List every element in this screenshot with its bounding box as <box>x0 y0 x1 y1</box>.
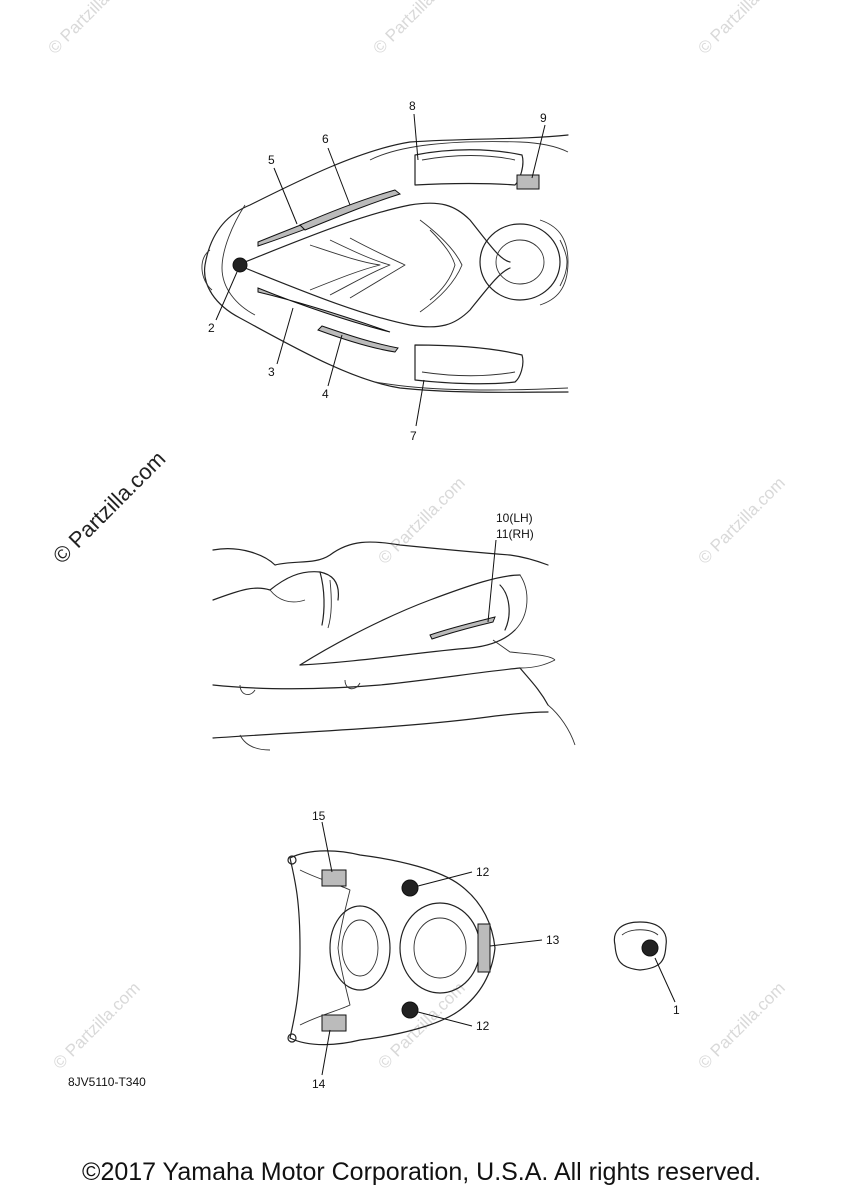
rear-view-callouts: 15 12 13 12 14 <box>312 809 560 1091</box>
watermark-text: © Partzilla.com <box>44 0 138 58</box>
top-view-hull <box>201 134 569 393</box>
callout-1: 1 <box>673 1003 680 1017</box>
callout-6: 6 <box>322 132 329 146</box>
callout-12: 12 <box>476 1019 490 1033</box>
rear-view-hull <box>287 850 496 1046</box>
side-view-hull <box>212 541 576 751</box>
emblem-badge: 1 <box>613 921 680 1017</box>
callout-12: 12 <box>476 865 490 879</box>
callout-2: 2 <box>208 321 215 335</box>
watermark-text: © Partzilla.com <box>369 0 463 58</box>
callout-7: 7 <box>410 429 417 443</box>
watermark-text: © Partzilla.com <box>374 978 468 1072</box>
diagram-code: 8JV5110-T340 <box>68 1075 146 1089</box>
copyright-footer: ©2017 Yamaha Motor Corporation, U.S.A. A… <box>82 1158 761 1186</box>
callout-13: 13 <box>546 933 560 947</box>
callout-11: 11(RH) <box>496 527 534 541</box>
callout-4: 4 <box>322 387 329 401</box>
callout-9: 9 <box>540 111 547 125</box>
watermark-text: © Partzilla.com <box>374 473 468 567</box>
watermark-text: © Partzilla.com <box>694 473 788 567</box>
watermark-large-text: © Partzilla.com <box>48 446 171 569</box>
watermark-text: © Partzilla.com <box>49 978 143 1072</box>
top-view-callouts: 8 9 6 5 2 3 4 7 <box>208 99 547 443</box>
callout-8: 8 <box>409 99 416 113</box>
side-view-callouts: 10(LH) 11(RH) <box>487 511 534 623</box>
watermark-text: © Partzilla.com <box>694 978 788 1072</box>
watermark-text: © Partzilla.com <box>694 0 788 58</box>
callout-15: 15 <box>312 809 326 823</box>
callout-10: 10(LH) <box>496 511 533 525</box>
callout-14: 14 <box>312 1077 326 1091</box>
callout-5: 5 <box>268 153 275 167</box>
callout-3: 3 <box>268 365 275 379</box>
